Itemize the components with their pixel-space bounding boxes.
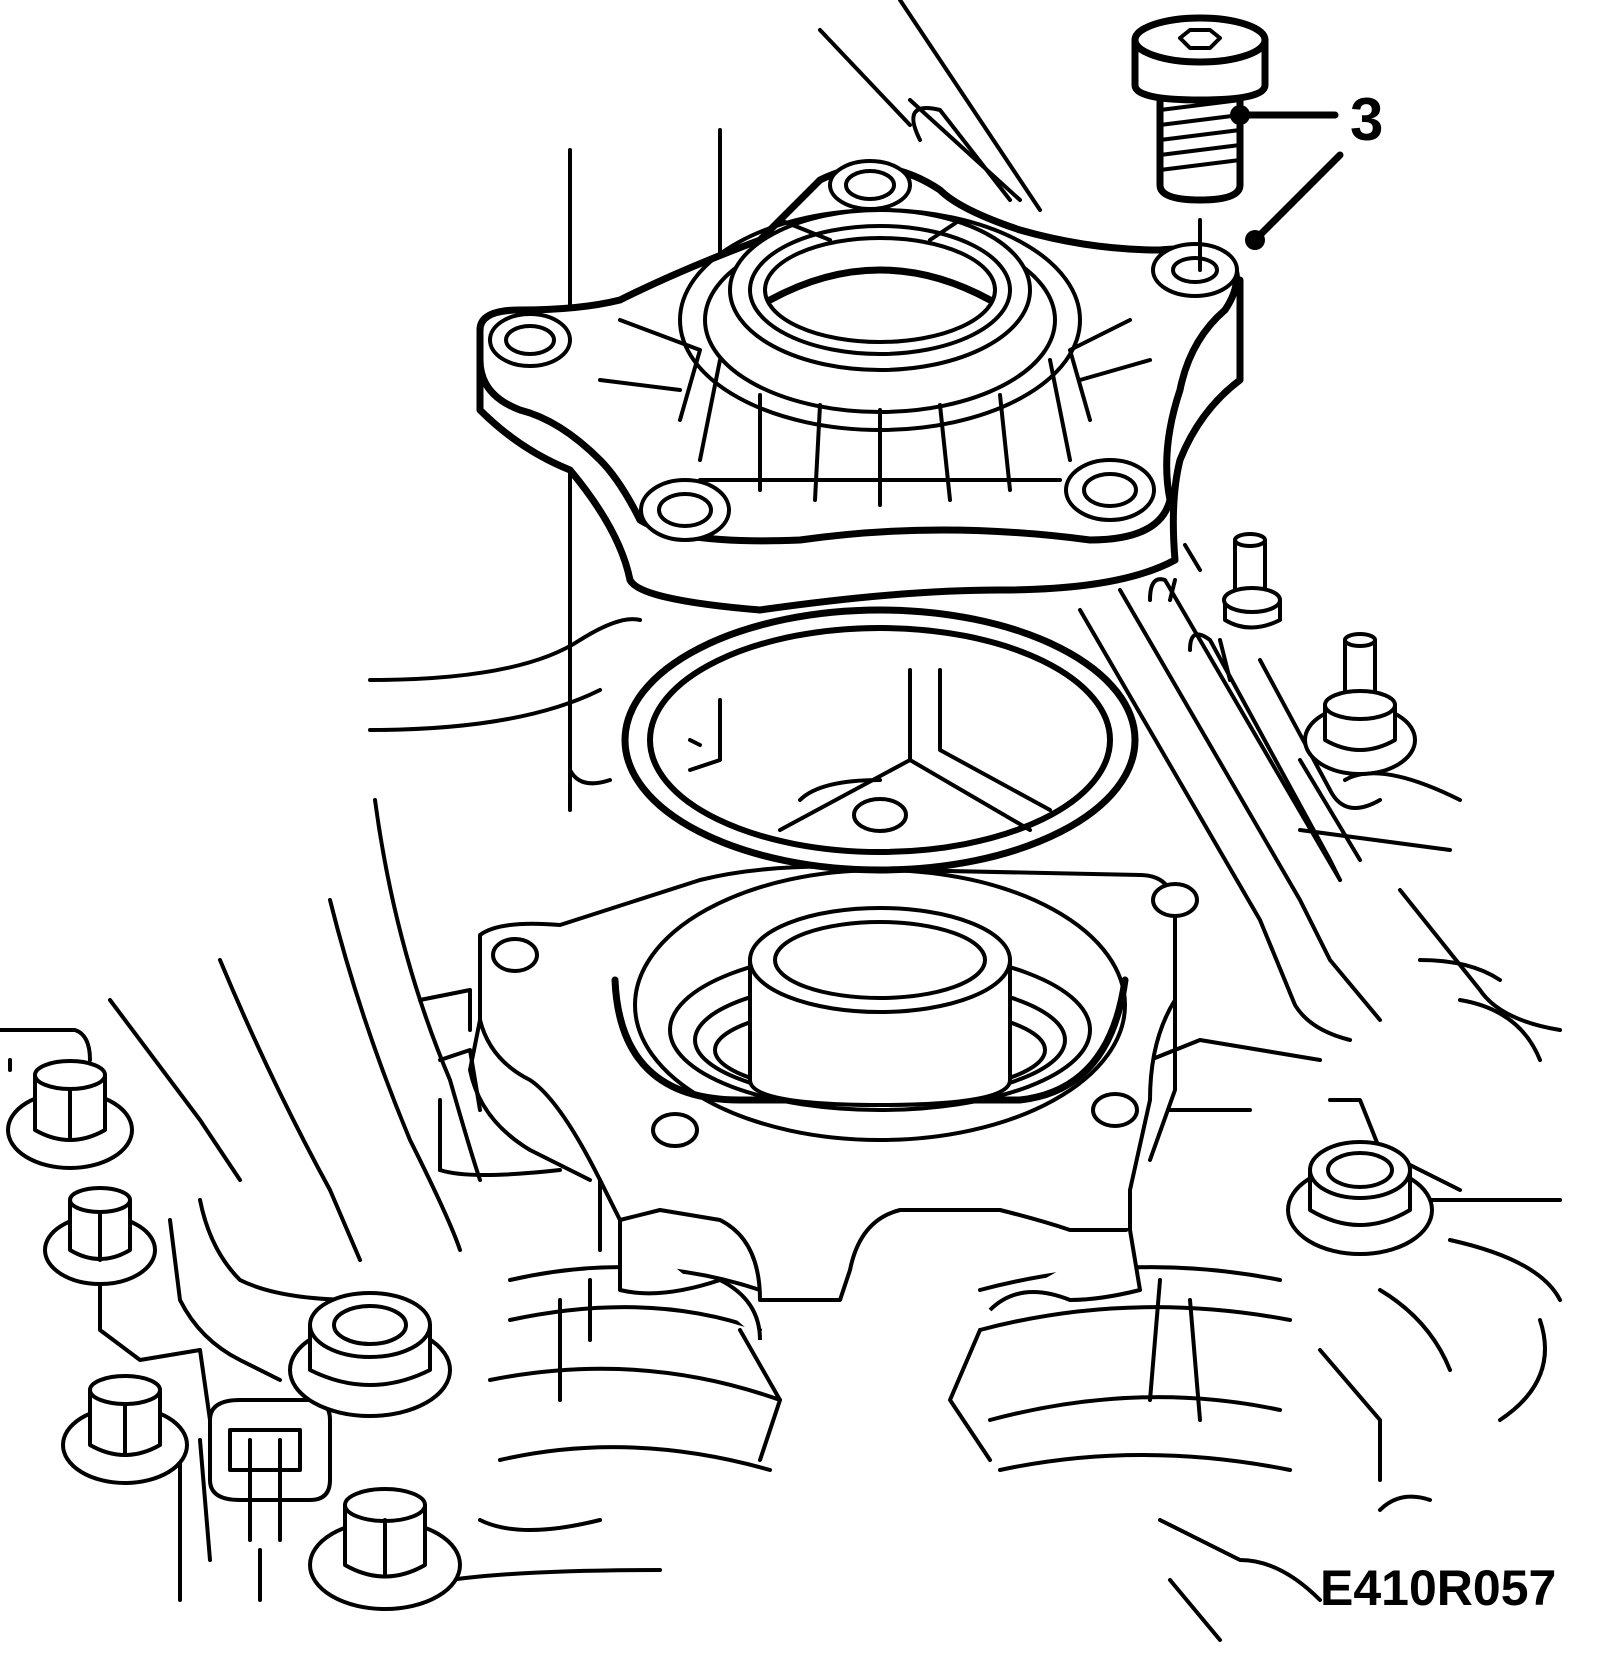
bearing-cover xyxy=(476,159,1244,614)
stud-bolts xyxy=(1222,532,1417,776)
callout-leaders xyxy=(1230,105,1344,250)
figure-code: E410R057 xyxy=(1320,1560,1556,1616)
callout-label: 3 xyxy=(1350,86,1383,153)
bearing-seat-flange xyxy=(468,864,1199,1341)
fasteners xyxy=(6,1059,1434,1611)
screw xyxy=(1131,14,1269,272)
o-ring-seal xyxy=(621,606,1139,874)
transmission-housing xyxy=(0,0,1562,1642)
